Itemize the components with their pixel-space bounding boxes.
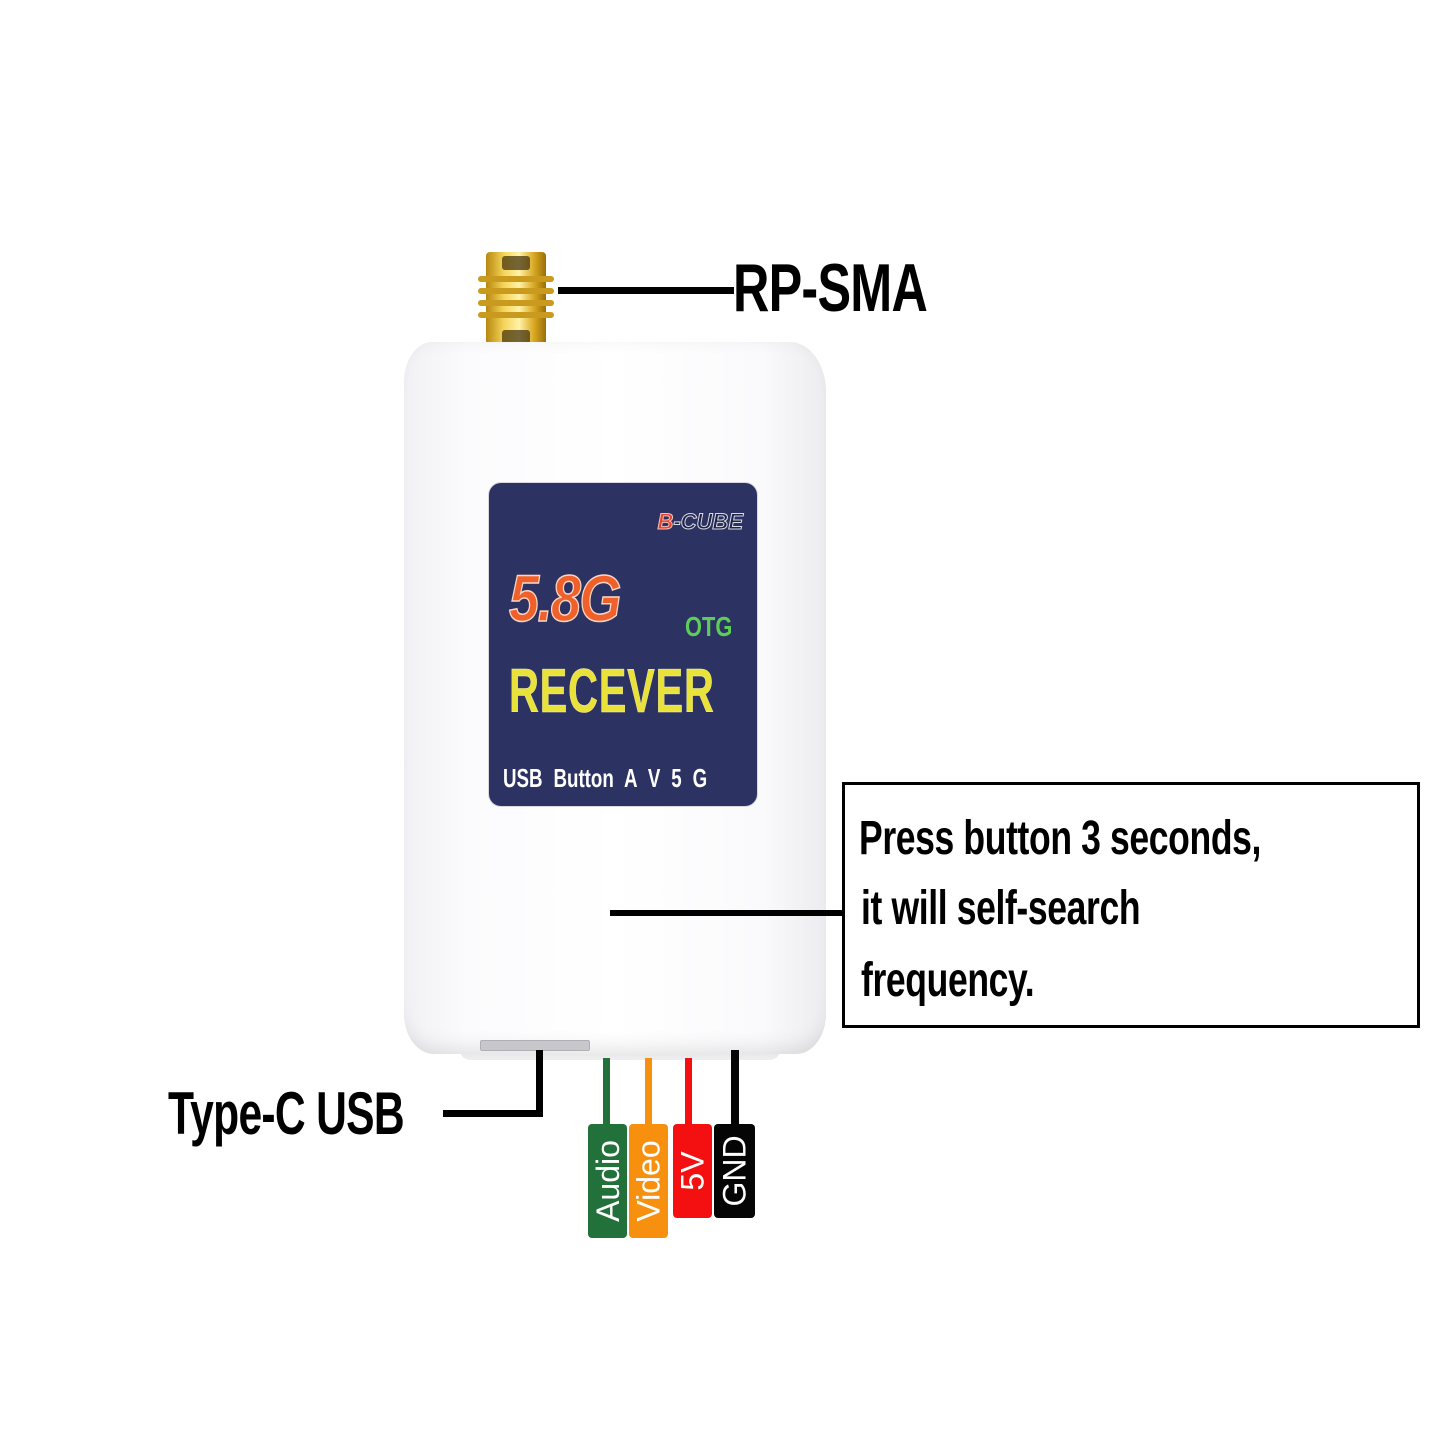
rp-sma-pointer-line [558, 287, 734, 294]
brand-first-letter: B [657, 509, 674, 535]
wire-video [645, 1058, 652, 1126]
product-name: RECEVER [509, 657, 715, 726]
pin-label-5v: 5V [674, 1151, 711, 1191]
brand-logo: B-CUBE [657, 509, 744, 535]
product-label: B-CUBE 5.8G OTG RECEVER USB Button A V 5… [489, 483, 757, 806]
callout-line-1: Press button 3 seconds, [859, 812, 1262, 865]
callout-line-2: it will self-search [861, 882, 1141, 935]
typec-pointer-horizontal [443, 1110, 543, 1117]
pin-tag-audio: Audio [588, 1124, 627, 1238]
callout-line-3: frequency. [861, 954, 1035, 1007]
usb-c-port [480, 1040, 590, 1051]
pin-label-video: Video [630, 1140, 667, 1222]
brand-rest: -CUBE [673, 509, 744, 535]
button-instruction-callout: Press button 3 seconds, it will self-sea… [842, 782, 1420, 1028]
typec-usb-label: Type-C USB [168, 1080, 405, 1147]
wire-gnd [731, 1050, 739, 1126]
pin-label-gnd: GND [716, 1135, 753, 1207]
pin-tag-5v: 5V [673, 1124, 712, 1218]
pin-label-audio: Audio [589, 1140, 626, 1222]
label-footer: USB Button A V 5 G [503, 763, 708, 793]
antenna-connector-icon [478, 252, 554, 348]
typec-pointer-vertical [536, 1050, 543, 1117]
pin-tag-gnd: GND [714, 1124, 755, 1218]
wire-audio [603, 1058, 610, 1126]
wire-5v [685, 1058, 692, 1126]
otg-text: OTG [685, 611, 733, 642]
band-text: 5.8G [508, 561, 622, 635]
rp-sma-label: RP-SMA [733, 250, 928, 326]
button-pointer-line [610, 910, 844, 916]
pin-tag-video: Video [629, 1124, 668, 1238]
rp-sma-connector [476, 250, 556, 350]
